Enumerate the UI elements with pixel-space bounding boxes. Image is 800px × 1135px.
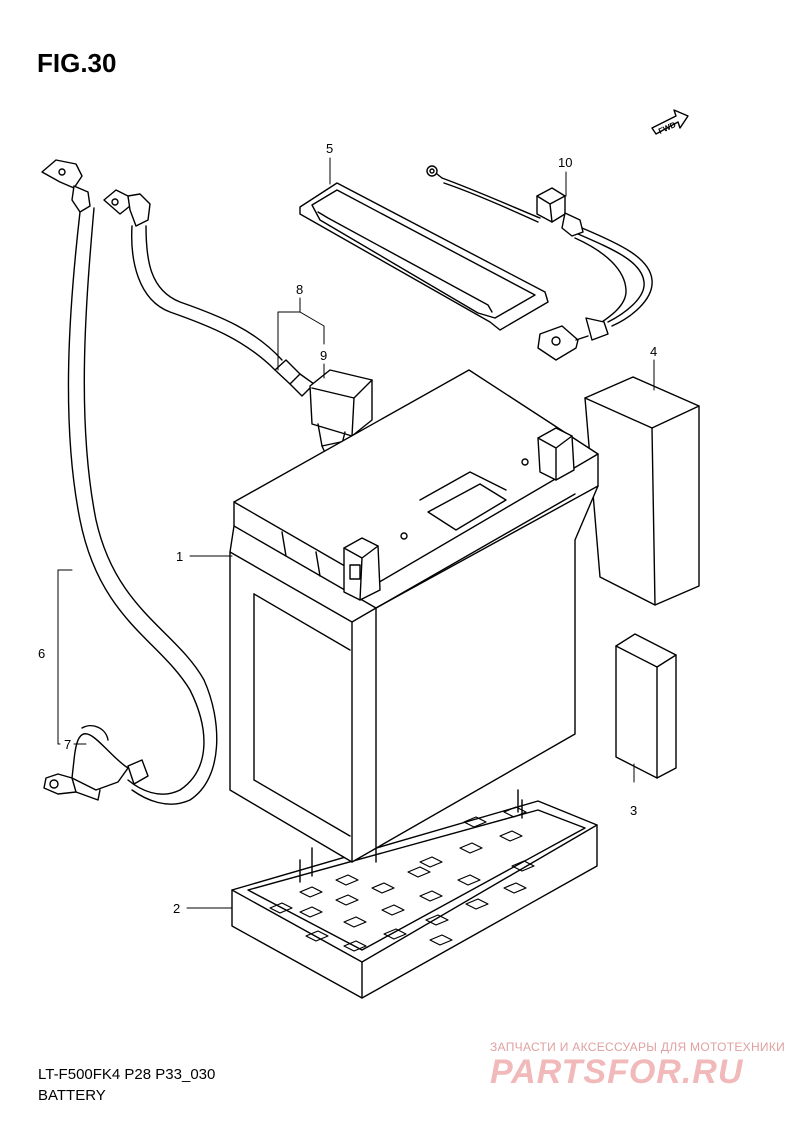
battery-part-1 [229, 369, 599, 863]
callout-8: 8 [296, 282, 303, 297]
battery-tray-part-2 [231, 789, 598, 999]
battery-band-part-5 [299, 182, 549, 331]
callout-1: 1 [176, 549, 183, 564]
fwd-arrow-icon [651, 109, 689, 135]
callout-3: 3 [630, 803, 637, 818]
watermark-tagline: ЗАПЧАСТИ И АКСЕССУАРЫ ДЛЯ МОТОТЕХНИКИ [490, 1040, 786, 1054]
section-name: BATTERY [38, 1087, 106, 1104]
callout-2: 2 [173, 901, 180, 916]
negative-cable-part-6 [41, 159, 218, 805]
lead-wire-part-10 [426, 165, 653, 361]
small-pad-part-3 [615, 633, 677, 779]
figure-title: FIG.30 [37, 48, 117, 78]
fwd-label: FWD [657, 120, 678, 136]
battery-pad-part-4 [584, 376, 700, 606]
watermark-logo: PARTSFOR.RU [490, 1053, 744, 1091]
callout-10: 10 [558, 155, 572, 170]
model-code: LT-F500FK4 P28 P33_030 [38, 1066, 216, 1083]
callout-5: 5 [326, 141, 333, 156]
callout-4: 4 [650, 344, 657, 359]
callout-leaders [57, 157, 655, 909]
callout-6: 6 [38, 646, 45, 661]
tray-slots [269, 806, 535, 952]
callout-9: 9 [320, 348, 327, 363]
callout-7: 7 [64, 737, 71, 752]
